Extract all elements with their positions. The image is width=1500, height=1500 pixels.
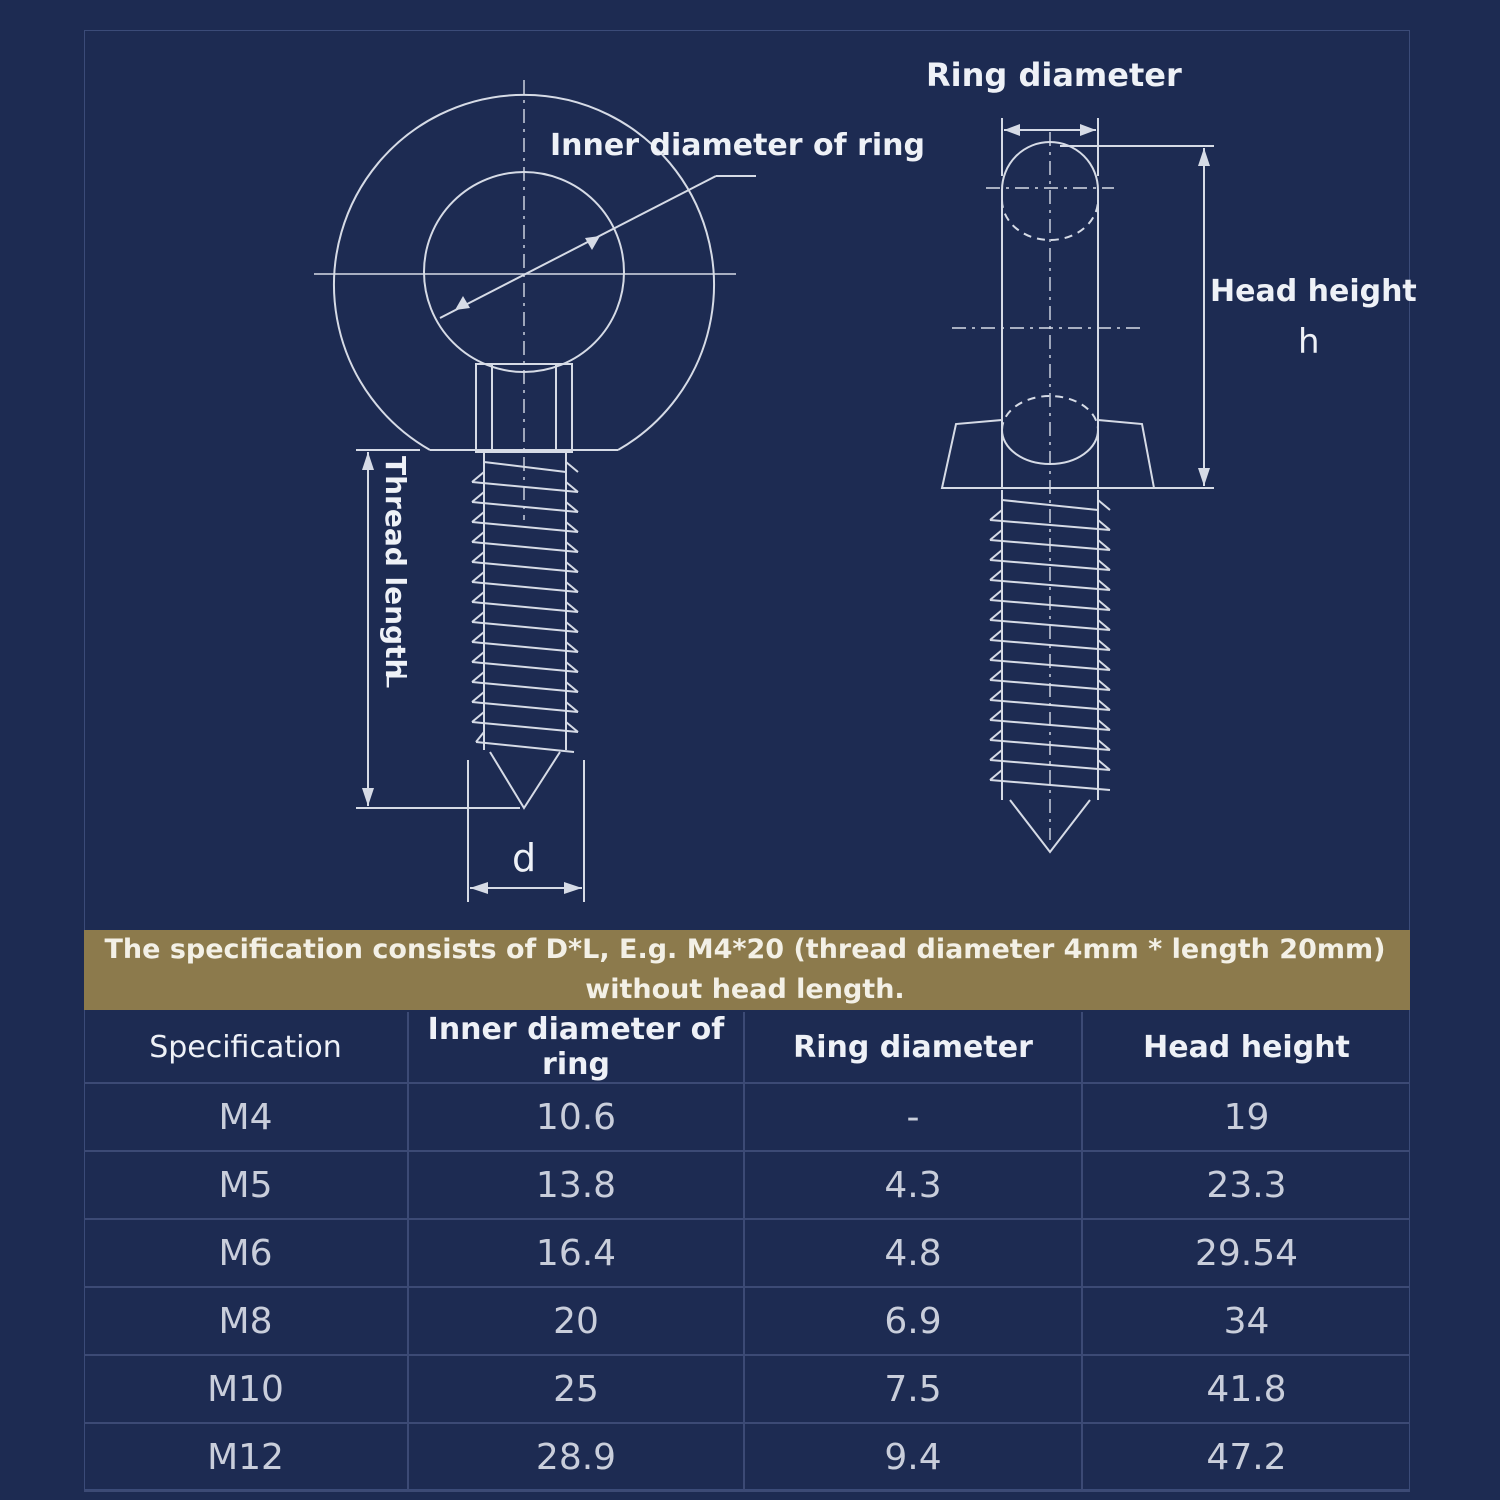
cell-ring-diameter: 9.4 bbox=[744, 1423, 1083, 1492]
cell-specification: M10 bbox=[84, 1355, 409, 1424]
table-row: M5 13.8 4.3 23.3 bbox=[84, 1151, 1410, 1220]
spec-table: Specification Inner diameter of ring Rin… bbox=[84, 1012, 1410, 1492]
eye-bolt-side-view bbox=[940, 132, 1156, 840]
col-header-head-height: Head height bbox=[1082, 1012, 1410, 1084]
thread-length-label: Thread length bbox=[379, 456, 412, 679]
thread-diameter-dimension bbox=[467, 760, 585, 902]
col-header-specification: Specification bbox=[84, 1012, 409, 1084]
cell-ring-diameter: 4.3 bbox=[744, 1151, 1083, 1220]
table-row: M4 10.6 - 19 bbox=[84, 1083, 1410, 1152]
cell-specification: M4 bbox=[84, 1083, 409, 1152]
thread-shank-right bbox=[989, 490, 1111, 854]
cell-specification: M8 bbox=[84, 1287, 409, 1356]
cell-inner-diameter: 13.8 bbox=[408, 1151, 745, 1220]
cell-head-height: 34 bbox=[1082, 1287, 1410, 1356]
cell-ring-diameter: 4.8 bbox=[744, 1219, 1083, 1288]
table-row: M10 25 7.5 41.8 bbox=[84, 1355, 1410, 1424]
thread-length-symbol: L bbox=[380, 672, 413, 688]
table-header-row: Specification Inner diameter of ring Rin… bbox=[84, 1012, 1410, 1084]
thread-shank-left bbox=[471, 452, 579, 810]
thread-diameter-symbol: d bbox=[512, 836, 537, 880]
col-header-inner-diameter: Inner diameter of ring bbox=[408, 1012, 745, 1084]
inner-diameter-leader bbox=[439, 175, 756, 319]
cell-head-height: 47.2 bbox=[1082, 1423, 1410, 1492]
ring-diameter-dimension bbox=[1001, 118, 1099, 176]
cell-head-height: 41.8 bbox=[1082, 1355, 1410, 1424]
cell-specification: M5 bbox=[84, 1151, 409, 1220]
thread-length-dimension bbox=[356, 449, 520, 809]
head-height-label: Head height bbox=[1210, 274, 1417, 309]
spec-banner-line-2: without head length. bbox=[585, 974, 905, 1005]
ring-diameter-label: Ring diameter bbox=[926, 56, 1182, 94]
cell-ring-diameter: - bbox=[744, 1083, 1083, 1152]
cell-head-height: 29.54 bbox=[1082, 1219, 1410, 1288]
cell-head-height: 23.3 bbox=[1082, 1151, 1410, 1220]
cell-head-height: 19 bbox=[1082, 1083, 1410, 1152]
cell-inner-diameter: 10.6 bbox=[408, 1083, 745, 1152]
cell-inner-diameter: 20 bbox=[408, 1287, 745, 1356]
spec-banner-text: The specification consists of D*L, E.g. … bbox=[40, 930, 1450, 1010]
spec-banner bbox=[84, 930, 1410, 1010]
table-row: M12 28.9 9.4 47.2 bbox=[84, 1423, 1410, 1492]
col-header-ring-diameter: Ring diameter bbox=[744, 1012, 1083, 1084]
cell-specification: M6 bbox=[84, 1219, 409, 1288]
inner-diameter-label: Inner diameter of ring bbox=[550, 128, 926, 163]
cell-inner-diameter: 16.4 bbox=[408, 1219, 745, 1288]
table-row: M6 16.4 4.8 29.54 bbox=[84, 1219, 1410, 1288]
spec-banner-line-1: The specification consists of D*L, E.g. … bbox=[104, 934, 1386, 965]
cell-specification: M12 bbox=[84, 1423, 409, 1492]
cell-ring-diameter: 6.9 bbox=[744, 1287, 1083, 1356]
head-height-symbol: h bbox=[1298, 322, 1320, 362]
cell-inner-diameter: 25 bbox=[408, 1355, 745, 1424]
cell-ring-diameter: 7.5 bbox=[744, 1355, 1083, 1424]
head-height-dimension bbox=[1060, 145, 1214, 489]
cell-inner-diameter: 28.9 bbox=[408, 1423, 745, 1492]
eye-bolt-drawing bbox=[314, 80, 1214, 902]
table-row: M8 20 6.9 34 bbox=[84, 1287, 1410, 1356]
